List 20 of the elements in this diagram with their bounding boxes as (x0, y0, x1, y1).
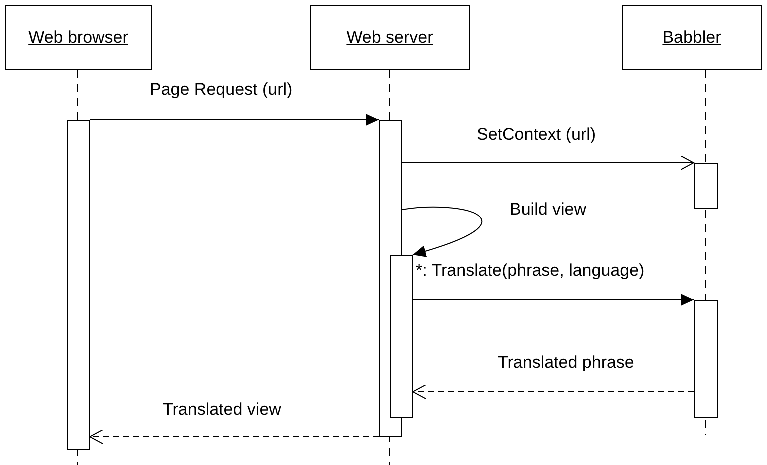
participant-name: Babbler (662, 28, 722, 48)
message-arrow (412, 294, 694, 306)
return-message-arrow (412, 384, 694, 400)
lifeline-head-box (622, 5, 762, 70)
message-label: Translated phrase (498, 353, 634, 373)
message-arrow (90, 114, 380, 126)
activation-bar (694, 300, 718, 418)
message-label: Page Request (url) (150, 80, 293, 100)
message-arrow (402, 156, 694, 170)
participant-name: Web browser (28, 28, 128, 48)
lifeline-head-box (310, 5, 470, 70)
activation-bar (390, 255, 413, 418)
message-label: SetContext (url) (477, 125, 596, 145)
lifeline-head-box (5, 5, 152, 70)
activation-bar (67, 120, 90, 450)
message-label: *: Translate(phrase, language) (416, 261, 645, 281)
activation-bar (694, 163, 718, 209)
participant-name: Web server (346, 28, 434, 48)
return-message-arrow (90, 430, 380, 444)
self-call-arrow (402, 206, 482, 257)
